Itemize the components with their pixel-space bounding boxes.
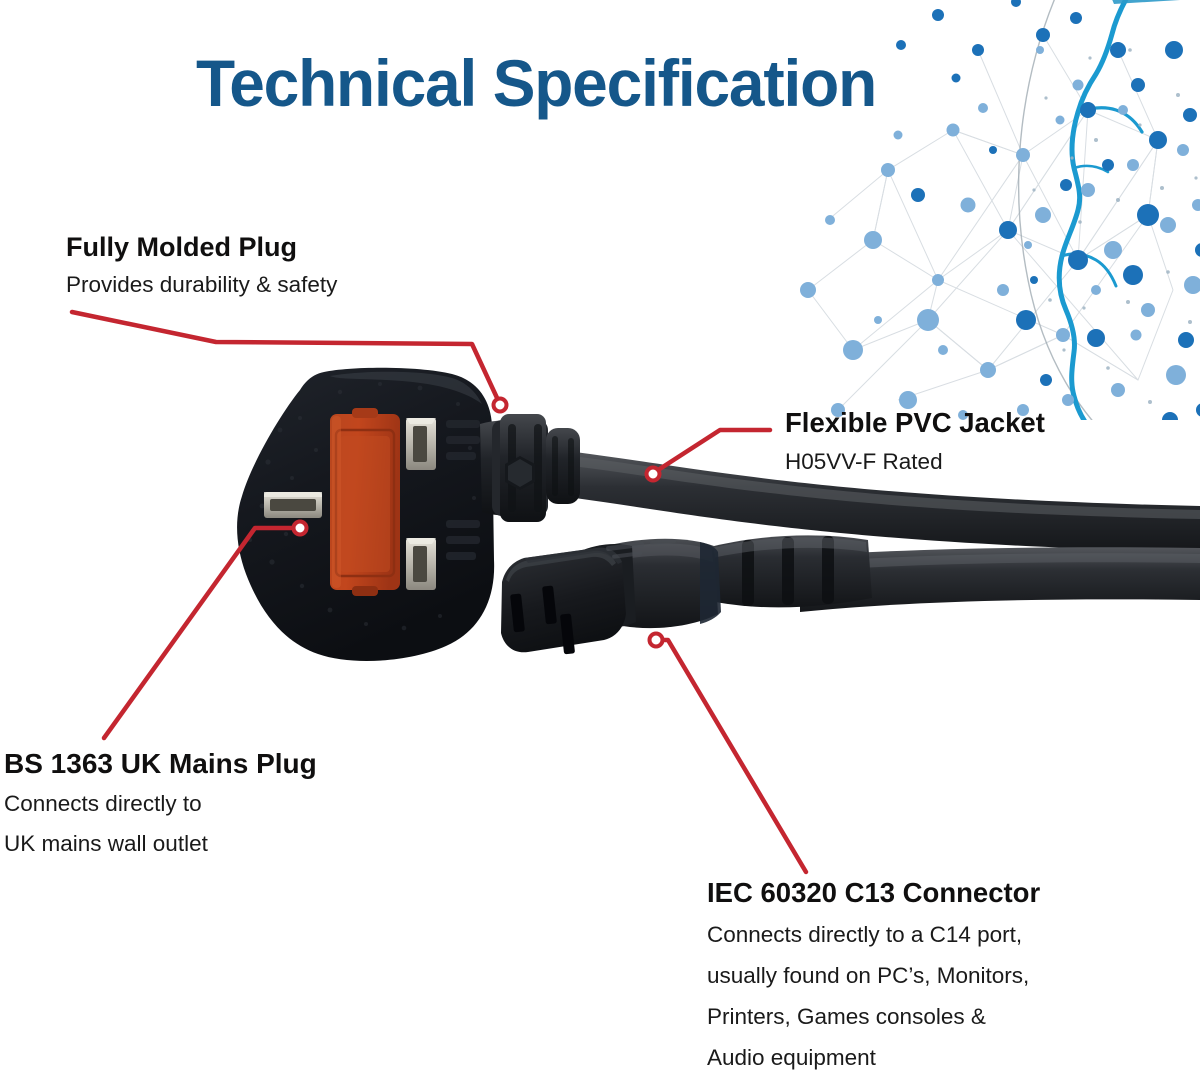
leader-fully-molded-plug (69, 309, 501, 403)
callout-body-flexible-pvc-jacket: H05VV-F Rated (785, 446, 1045, 478)
callout-heading-iec-60320-c13-connector: IEC 60320 C13 Connector (707, 877, 1041, 908)
bs1363-plug-graphic (237, 367, 580, 661)
page-title: Technical Specification (196, 46, 877, 120)
callout-line: UK mains wall outlet (4, 831, 208, 857)
callout-body-fully-molded-plug: Provides durability & safety (66, 269, 337, 301)
callout-flexible-pvc-jacket: Flexible PVC Jacket H05VV-F Rated (785, 407, 1045, 478)
leader-flexible-pvc-jacket (652, 427, 773, 475)
callout-line: Printers, Games consoles & (707, 1003, 986, 1029)
c13-slot-right (542, 585, 557, 625)
c13-face (501, 547, 626, 655)
callout-bs-1363-uk-mains-plug: BS 1363 UK Mains Plug Connects directly … (4, 748, 317, 868)
callout-body-bs-1363-uk-mains-plug: Connects directly to UK mains wall outle… (4, 788, 317, 860)
leader-bs-1363-uk-mains-plug (101, 525, 301, 741)
fuse-cover (330, 408, 400, 596)
leader-dot-fully-molded-plug (491, 396, 509, 414)
callout-iec-60320-c13-connector: IEC 60320 C13 Connector Connects directl… (707, 877, 1041, 1073)
callout-line: Connects directly to (4, 791, 202, 817)
leader-dot-iec-60320-c13-connector (647, 631, 665, 649)
c13-slot-left (510, 593, 525, 633)
callout-line: usually found on PC’s, Monitors, (707, 962, 1030, 988)
callout-body-iec-60320-c13-connector: Connects directly to a C14 port, usually… (707, 919, 1040, 1073)
callout-fully-molded-plug: Fully Molded Plug Provides durability & … (66, 232, 337, 301)
callout-heading-bs-1363-uk-mains-plug: BS 1363 UK Mains Plug (4, 748, 317, 779)
callout-line: H05VV-F Rated (785, 448, 943, 474)
iec-c13-graphic (501, 535, 872, 655)
callout-heading-fully-molded-plug: Fully Molded Plug (66, 232, 297, 262)
neutral-pin (406, 538, 436, 590)
callout-line: Audio equipment (707, 1044, 876, 1070)
earth-pin (264, 492, 322, 518)
callout-line: Connects directly to a C14 port, (707, 921, 1023, 947)
callout-heading-flexible-pvc-jacket: Flexible PVC Jacket (785, 407, 1045, 438)
c13-body (610, 538, 718, 629)
leader-dot-bs-1363-uk-mains-plug (291, 519, 309, 537)
leader-iec-60320-c13-connector (655, 637, 809, 875)
pvc-cable-lower (800, 547, 1200, 612)
c13-strain-relief (706, 535, 872, 608)
plug-strain-relief (480, 414, 580, 522)
callout-line: Provides durability & safety (66, 272, 338, 298)
leader-dot-flexible-pvc-jacket (644, 465, 662, 483)
live-pin (406, 418, 436, 470)
c13-slot-earth (560, 613, 575, 655)
